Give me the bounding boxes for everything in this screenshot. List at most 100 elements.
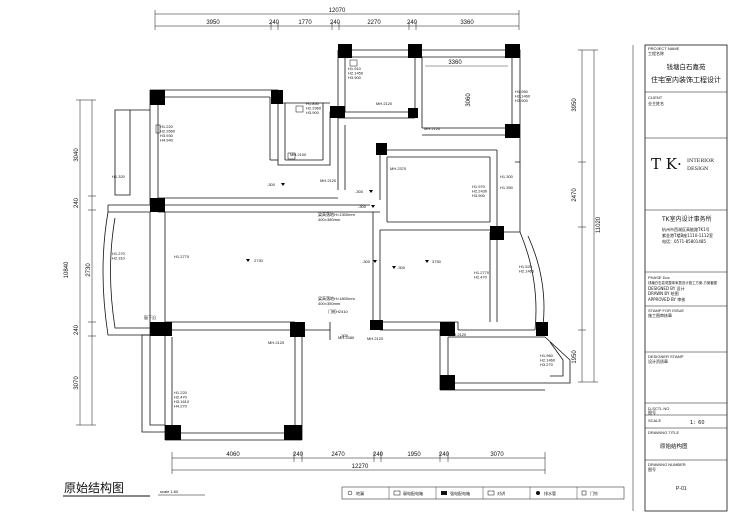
level-tag: -300: [340, 333, 349, 338]
right-dim: 2470: [572, 188, 578, 202]
stamp-label: STAMP FOR ISSUE: [648, 308, 684, 313]
drawing-number-label: DRAWING NUMBER: [648, 462, 686, 467]
drawn-by: DRAWN BY 绘图: [648, 290, 679, 296]
phase-text: 钱塘白石嘉苑整体家居设计施工方案-方案套图: [648, 280, 718, 285]
beam-note: H1.320: [112, 174, 126, 179]
bottom-dim: 4060: [226, 452, 240, 458]
project-name: 钱塘白石嘉苑: [667, 62, 707, 71]
top-dim: 240: [330, 20, 341, 26]
title-block: PROJECT NAME 工程名称 钱塘白石嘉苑 住宅室内装饰工程设计 CLIE…: [632, 44, 728, 512]
top-dim: 3950: [206, 20, 220, 26]
level-tag: -300: [397, 265, 406, 270]
bottom-dim: 240: [439, 452, 450, 458]
ceiling-label: 3750: [432, 259, 442, 264]
firm-phone: 紫金港T楼B座1110-1112室: [662, 232, 713, 238]
designed-by: DESIGNED BY 设计: [648, 285, 685, 291]
inner-dim-3360: 3360: [448, 60, 462, 66]
top-dim: 2270: [367, 20, 381, 26]
floor-drain-icon: [287, 152, 296, 160]
scale-value: 1：60: [690, 420, 705, 426]
logo-word-interior: INTERIOR: [687, 158, 714, 164]
room-note: MH.2120: [320, 178, 337, 183]
logo-letters: T K·: [651, 155, 682, 173]
stamp-sub: 施工图审核章: [648, 312, 672, 318]
legend-item: 对讲: [497, 490, 505, 496]
drawing-number-sub: 图号: [648, 466, 656, 472]
top-dimensions: [154, 10, 520, 30]
room-note: MH.2480: [338, 335, 355, 340]
approved-by: APPROVED BY 审核: [648, 296, 685, 302]
firm-address: 杭州市西湖区高能路TK1号: [662, 226, 710, 232]
beam-note: 梁高落地H=1300mm: [318, 211, 355, 217]
right-dim-texts: 3950 2470 11020 1950: [572, 98, 602, 364]
left-dim-mid: 2730: [86, 263, 92, 277]
fixtures: [155, 59, 358, 160]
columns: [150, 44, 548, 440]
no-sub: 图号: [648, 409, 656, 415]
beam-notes: 梁高落地H=1300mm 400×380mm 梁高落地H=1800mm 400×…: [112, 174, 514, 320]
floor-drain-icon: [295, 105, 304, 113]
left-dim: 3040: [74, 148, 80, 162]
top-overall-dim: 12070: [329, 8, 346, 14]
bottom-dim: 2470: [331, 452, 345, 458]
project-type: 住宅室内装饰工程设计: [651, 75, 721, 84]
bottom-dim: 1950: [407, 452, 421, 458]
project-name-label: PROJECT NAME: [648, 46, 680, 51]
beam-note: H1.390: [500, 185, 514, 190]
beam-note: 梁高落地H=1800mm: [318, 295, 355, 301]
inner-dim-3060: 3060: [466, 93, 472, 107]
floor-drain-icon: [347, 490, 353, 496]
drawing-title-label: DRAWING TITLE: [648, 430, 679, 435]
legend-item: 地漏: [356, 490, 364, 496]
left-dim: 10840: [64, 261, 70, 278]
firm-name: TK室内设计事务所: [661, 215, 712, 223]
no-label: D-SCTL NO: [648, 406, 669, 411]
drawing-title: 原始结构图: [660, 442, 688, 450]
bottom-dim: 3070: [490, 452, 504, 458]
bottom-dim: 240: [293, 452, 304, 458]
bottom-dimensions: [171, 452, 546, 474]
level-tag: -300: [358, 204, 367, 209]
plan-scale: scale 1:60: [160, 489, 179, 494]
designer-stamp-label: DESIGNER STAMP: [648, 354, 684, 359]
left-dimensions: [76, 99, 96, 426]
right-dimensions: [578, 49, 598, 383]
level-tags: -300 -300 -300 -300 -300 -300 2730 3750: [246, 182, 442, 338]
top-dim-texts: 3950 240 1770 240 2270 240 3360: [206, 20, 474, 26]
beam-note: 400×350mm: [318, 301, 341, 306]
right-dim: 11020: [596, 216, 602, 233]
beam-note: 400×380mm: [318, 217, 341, 222]
legend-bar: 地漏 弱电配电箱 强电配电箱 对讲 排水管 门铃: [341, 486, 625, 500]
strong-current-box-icon: [441, 491, 447, 495]
room-note: MH.2120: [450, 332, 467, 337]
firm-tel: 电话：0571-85801485: [662, 238, 706, 244]
room-note: MH.2100: [290, 152, 307, 157]
beam-note: 窗下沿: [144, 314, 156, 320]
drain-pipe-icon: [536, 491, 540, 495]
legend-item: 排水管: [544, 490, 556, 496]
beam-note: 门框H2410: [328, 308, 349, 314]
plan-title: 原始结构图: [64, 480, 124, 495]
level-tag: -300: [355, 189, 364, 194]
client-sub: 业主姓名: [648, 100, 664, 106]
weak-current-box-icon: [393, 490, 401, 496]
top-dim: 3360: [460, 20, 474, 26]
top-dim: 1770: [298, 20, 312, 26]
room-note: MH.2120: [424, 126, 441, 131]
drawing-number: P-01: [676, 486, 687, 492]
legend-item: 强电配电箱: [450, 490, 470, 496]
room-note: MH.2120: [268, 340, 285, 345]
ceiling-label: 2730: [254, 258, 264, 263]
